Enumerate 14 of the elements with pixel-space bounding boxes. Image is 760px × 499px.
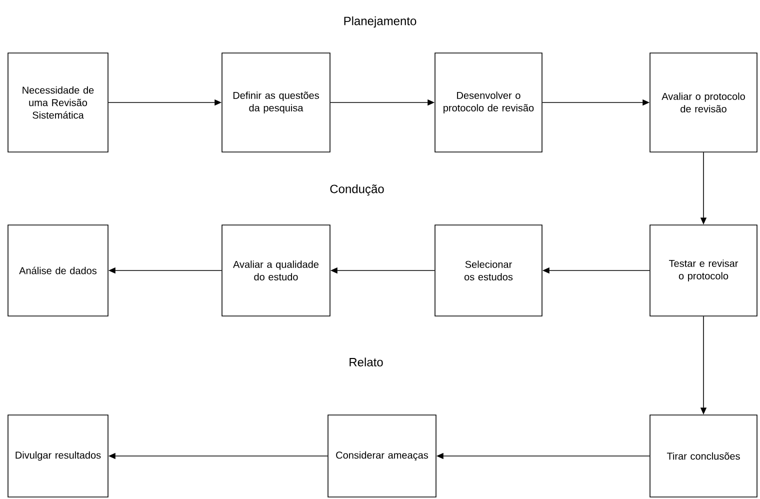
process-box: Definir as questões da pesquisa (222, 52, 330, 152)
process-box: Selecionar os estudos (434, 224, 542, 316)
process-box: Análise de dados (8, 224, 108, 316)
process-box: Divulgar resultados (8, 414, 108, 498)
process-box: Considerar ameaças (328, 414, 436, 498)
process-box: Testar e revisar o protocolo (650, 224, 758, 316)
process-box: Necessidade de uma Revisão Sistemática (8, 52, 108, 152)
process-box: Avaliar a qualidade do estudo (222, 224, 330, 316)
section-heading: Condução (330, 184, 384, 196)
process-box: Avaliar o protocolo de revisão (650, 52, 758, 152)
section-heading: Planejamento (344, 16, 416, 28)
section-heading: Relato (350, 358, 383, 366)
process-box: Desenvolver o protocolo de revisão (434, 52, 542, 152)
process-box: Tirar conclusões (650, 414, 758, 498)
